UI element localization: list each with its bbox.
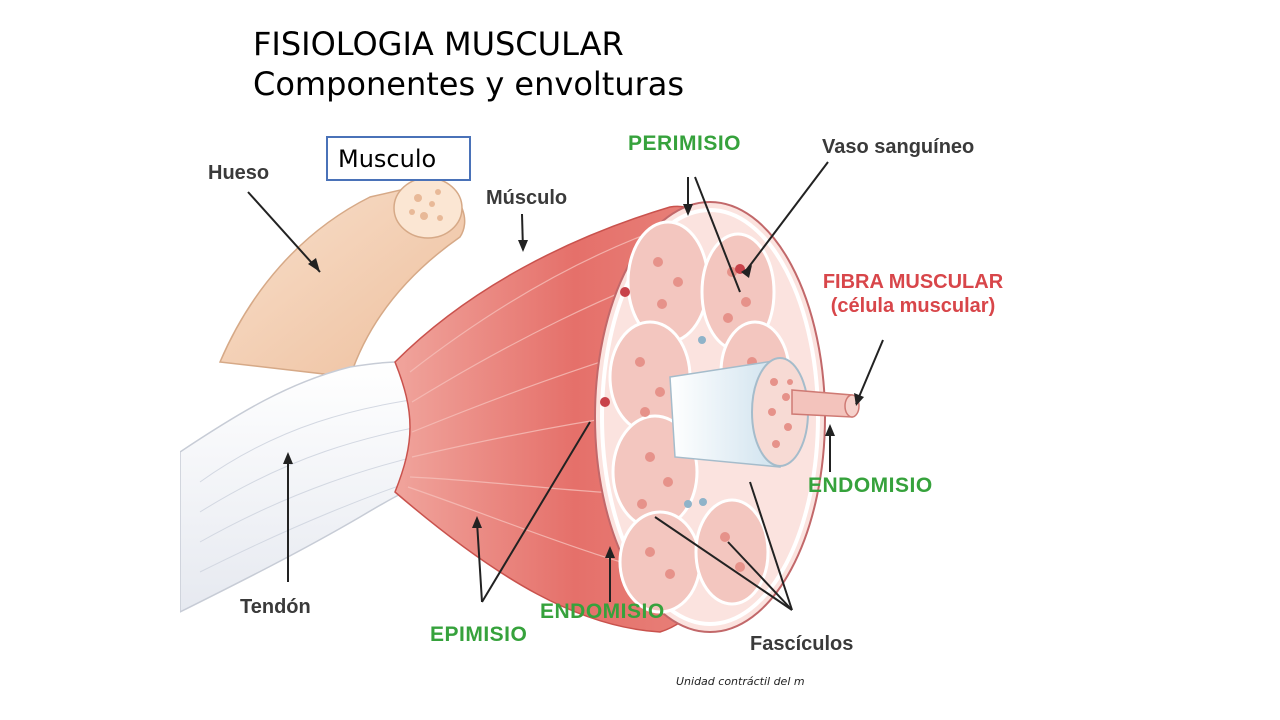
label-fasciculos: Fascículos [750,633,854,655]
label-epimisio: EPIMISIO [430,623,528,646]
muscle-illustration [180,161,884,633]
muscle-anatomy-diagram: Hueso Músculo PERIMISIO Vaso sanguíneo F… [180,112,1046,695]
label-hueso: Hueso [208,162,270,184]
musculo-text-box: Musculo [326,136,471,181]
slide-title: FISIOLOGIA MUSCULAR Componentes y envolt… [253,24,684,104]
label-tendon: Tendón [240,596,311,618]
label-endomisio-right: ENDOMISIO [808,474,933,497]
title-line-2: Componentes y envolturas [253,65,685,103]
image-caption: Unidad contráctil del m [676,675,805,688]
fascicle-cylinder [669,357,809,468]
label-vaso-sanguineo: Vaso sanguíneo [822,136,975,158]
title-line-1: FISIOLOGIA MUSCULAR [253,25,624,63]
label-fibra-line-2: (célula muscular) [830,295,996,317]
label-perimisio: PERIMISIO [628,132,742,155]
muscle-fiber [791,389,860,418]
label-musculo-diagram: Músculo [486,187,568,209]
bone-shape [218,177,466,378]
label-fibra-muscular: FIBRA MUSCULAR (célula muscular) [818,270,1008,318]
label-fibra-line-1: FIBRA MUSCULAR [822,271,1004,293]
label-endomisio-bottom: ENDOMISIO [540,600,665,623]
